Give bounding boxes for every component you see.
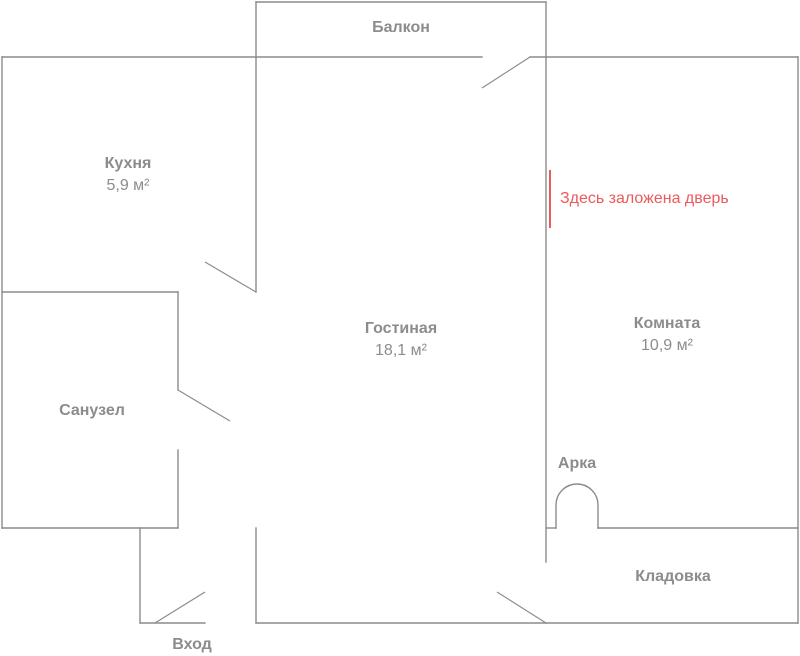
pantry-label: Кладовка xyxy=(635,566,711,588)
kitchen-name: Кухня xyxy=(104,155,152,172)
balcony-door xyxy=(481,56,531,89)
doors xyxy=(154,56,547,624)
living-area: 18,1 м² xyxy=(375,341,427,359)
bathroom-door xyxy=(177,389,231,422)
bathroom-name: Санузел xyxy=(59,402,125,419)
arch-shape xyxy=(555,483,599,529)
arch-name: Арка xyxy=(557,455,597,472)
bathroom-walls xyxy=(1,291,179,529)
living-name: Гостиная xyxy=(364,320,438,337)
entrance-name: Вход xyxy=(172,636,212,653)
balcony-label: Балкон xyxy=(372,17,430,39)
kitchen-door xyxy=(204,261,257,293)
balcony-name: Балкон xyxy=(372,19,430,36)
pantry-door xyxy=(496,591,547,624)
pantry-name: Кладовка xyxy=(635,568,711,585)
kitchen-walls xyxy=(1,56,257,293)
arch-label: Арка xyxy=(558,453,596,475)
room-label: Комната 10,9 м² xyxy=(634,313,700,356)
entrance-label: Вход xyxy=(172,634,212,656)
bathroom-label: Санузел xyxy=(59,400,125,422)
entrance-door xyxy=(154,591,206,624)
room-name: Комната xyxy=(633,315,701,332)
kitchen-area: 5,9 м² xyxy=(106,176,150,194)
kitchen-label: Кухня 5,9 м² xyxy=(105,153,152,196)
sealed-door-note: Здесь заложена дверь xyxy=(560,190,729,207)
room-walls xyxy=(545,56,799,563)
balcony-walls xyxy=(255,1,547,58)
living-label: Гостиная 18,1 м² xyxy=(365,318,437,361)
room-area: 10,9 м² xyxy=(641,336,693,354)
entrance-walls xyxy=(139,527,257,624)
